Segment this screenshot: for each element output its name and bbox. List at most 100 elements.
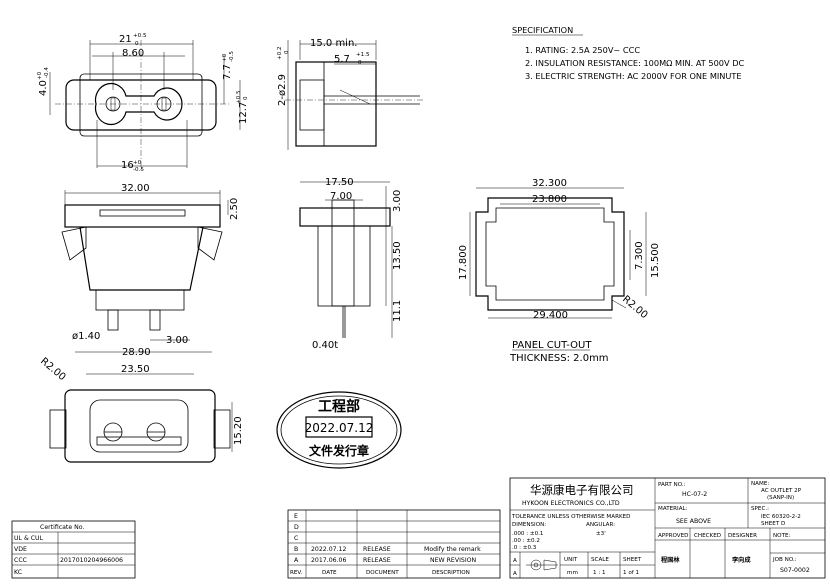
dim-21: 21 bbox=[119, 34, 132, 45]
rev-header-desc: DESCRIPTION bbox=[432, 570, 470, 576]
front-view: 21 +0.5 0 8.60 16 +0 -0.5 4.0 +0 -0.4 7.… bbox=[37, 33, 249, 173]
angular-label: ANGULAR: bbox=[586, 522, 615, 528]
part-no-value: HC-07-2 bbox=[682, 491, 707, 498]
part-no-label: PART NO.: bbox=[658, 482, 686, 488]
dim-13-50: 13.50 bbox=[392, 241, 403, 270]
spec-line-2: SHEET D bbox=[761, 521, 785, 527]
scale-label: SCALE bbox=[591, 557, 609, 563]
designer-signature: 李向成 bbox=[731, 556, 751, 564]
dim-5-7-tol-minus: 0 bbox=[358, 60, 362, 66]
dim-12-7-tol-minus: 0 bbox=[243, 96, 249, 100]
bottom-view: 23.50 R2.00 15.20 bbox=[38, 356, 244, 463]
engineering-stamp: 工程部 2022.07.12 文件发行章 bbox=[276, 391, 402, 469]
scale-value: 1 : 1 bbox=[593, 570, 606, 576]
side-label-a: A bbox=[513, 558, 517, 564]
dim-5-7-tol-plus: +1.5 bbox=[356, 52, 370, 58]
spec-item-1: 1. RATING: 2.5A 250V~ CCC bbox=[525, 45, 640, 55]
sheet-label: SHEET bbox=[623, 557, 642, 563]
name-line-1: AC OUTLET 2P bbox=[761, 488, 802, 494]
spec-line-1: IEC 60320-2-2 bbox=[761, 514, 801, 520]
dim-2-dia-2-9: 2-ø2.9 bbox=[277, 74, 288, 106]
top-view: 32.00 2.50 ø1.40 3.00 28.90 bbox=[61, 183, 240, 358]
dim-r2-bottom: R2.00 bbox=[38, 356, 67, 383]
rev-row-b-date: 2022.07.12 bbox=[311, 546, 346, 553]
designer-label: DESIGNER bbox=[728, 533, 757, 539]
dim-21-tol-plus: +0.5 bbox=[133, 33, 147, 39]
tolerance-1: .000 : ±0.1 bbox=[512, 531, 544, 537]
dim-23-800: 23.800 bbox=[532, 194, 567, 205]
dim-2-9-tol-minus: 0 bbox=[284, 50, 290, 54]
tolerance-3: .0 : ±0.3 bbox=[512, 545, 537, 551]
checked-label: CHECKED bbox=[694, 533, 721, 539]
dim-5-7: 5.7 bbox=[334, 54, 350, 65]
certificate-table: Certificate No. UL & CUL VDE CCC 2017010… bbox=[11, 520, 136, 579]
company-name-cn: 华源康电子有限公司 bbox=[530, 483, 634, 497]
company-name-en: HYKOON ELECTRONICS CO.,LTD bbox=[522, 500, 620, 507]
dim-12-7-tol-plus: +0.5 bbox=[236, 90, 242, 104]
dimension-label: DIMENSION: bbox=[512, 522, 546, 528]
rev-letter-d: D bbox=[294, 524, 299, 531]
approved-signature: 程国林 bbox=[661, 556, 680, 564]
dim-29-400: 29.400 bbox=[533, 310, 568, 321]
unit-value: mm bbox=[567, 570, 578, 576]
cert-label-ul: UL & CUL bbox=[14, 535, 44, 542]
certificate-header: Certificate No. bbox=[40, 524, 84, 531]
dim-32-300: 32.300 bbox=[532, 178, 567, 189]
material-value: SEE ABOVE bbox=[676, 518, 711, 525]
dim-7-7: 7.7 bbox=[222, 64, 233, 80]
dim-23-50: 23.50 bbox=[121, 364, 150, 375]
dim-2-9-tol-plus: +0.2 bbox=[277, 46, 283, 60]
angular-value: ±3' bbox=[596, 531, 606, 537]
dim-7-00: 7.00 bbox=[330, 191, 352, 202]
spec-label: SPEC.: bbox=[751, 506, 769, 512]
approved-label: APPROVED bbox=[658, 533, 688, 539]
dim-4-0-tol-minus: -0.4 bbox=[44, 67, 50, 78]
cert-label-ccc: CCC bbox=[14, 557, 27, 564]
specification-block: SPECIFICATION 1. RATING: 2.5A 250V~ CCC … bbox=[512, 25, 745, 81]
dim-28-90: 28.90 bbox=[122, 347, 151, 358]
dim-11-1: 11.1 bbox=[392, 300, 403, 322]
dim-dia-1-40: ø1.40 bbox=[72, 331, 100, 342]
cert-value-ccc: 2017010204966006 bbox=[60, 557, 123, 564]
name-line-2: (SANP-IN) bbox=[767, 495, 794, 501]
dim-32-00: 32.00 bbox=[121, 183, 150, 194]
dim-15-500: 15.500 bbox=[650, 243, 661, 278]
dim-3-00-pin: 3.00 bbox=[166, 335, 188, 346]
panel-cutout-title: PANEL CUT-OUT bbox=[512, 340, 592, 351]
dim-16-tol-plus: +0 bbox=[133, 160, 142, 166]
spec-item-2: 2. INSULATION RESISTANCE: 100MΩ MIN. AT … bbox=[525, 58, 745, 68]
rev-header-rev: REV. bbox=[290, 570, 303, 576]
rev-row-a-rev: A bbox=[294, 557, 299, 564]
rev-row-a-date: 2017.06.06 bbox=[311, 557, 346, 564]
dim-4-0: 4.0 bbox=[38, 80, 49, 96]
side-label-a2: A bbox=[513, 571, 517, 577]
dim-0-40t: 0.40t bbox=[312, 340, 338, 351]
tolerance-header: TOLERANCE UNLESS OTHERWISE MARKED bbox=[511, 514, 630, 520]
dim-16-tol-minus: -0.5 bbox=[133, 167, 144, 173]
rev-header-date: DATE bbox=[322, 570, 337, 576]
rev-row-b-rev: B bbox=[294, 546, 298, 553]
dim-2-50: 2.50 bbox=[229, 198, 240, 220]
name-label: NAME: bbox=[751, 481, 769, 487]
side-view: 15.0 min. 5.7 +1.5 0 2-ø2.9 +0.2 0 bbox=[277, 38, 425, 150]
rev-row-b-desc: Modify the remark bbox=[424, 546, 481, 553]
spec-title: SPECIFICATION bbox=[512, 25, 573, 35]
dim-7-300: 7.300 bbox=[634, 241, 645, 270]
unit-label: UNIT bbox=[564, 557, 578, 563]
rev-letter-e: E bbox=[294, 513, 298, 520]
stamp-bottom-text: 文件发行章 bbox=[309, 443, 369, 458]
dim-17-800: 17.800 bbox=[458, 245, 469, 280]
stamp-date: 2022.07.12 bbox=[305, 421, 374, 435]
dim-4-0-tol-plus: +0 bbox=[37, 71, 43, 80]
dim-7-7-tol-minus: -0.5 bbox=[229, 51, 235, 62]
middle-view: 17.50 7.00 3.00 13.50 11.1 0.40t bbox=[299, 177, 403, 351]
dim-21-tol-minus: 0 bbox=[135, 41, 139, 47]
job-no-label: JOB NO.: bbox=[772, 557, 797, 563]
spec-item-3: 3. ELECTRIC STRENGTH: AC 2000V FOR ONE M… bbox=[525, 71, 742, 81]
cert-label-vde: VDE bbox=[14, 546, 27, 553]
dim-7-7-tol-plus: +0 bbox=[222, 53, 228, 62]
dim-15-min: 15.0 min. bbox=[310, 38, 357, 49]
revision-table: E D C B 2022.07.12 RELEASE Modify the re… bbox=[287, 509, 501, 579]
dim-12-7: 12.7 bbox=[238, 102, 249, 124]
